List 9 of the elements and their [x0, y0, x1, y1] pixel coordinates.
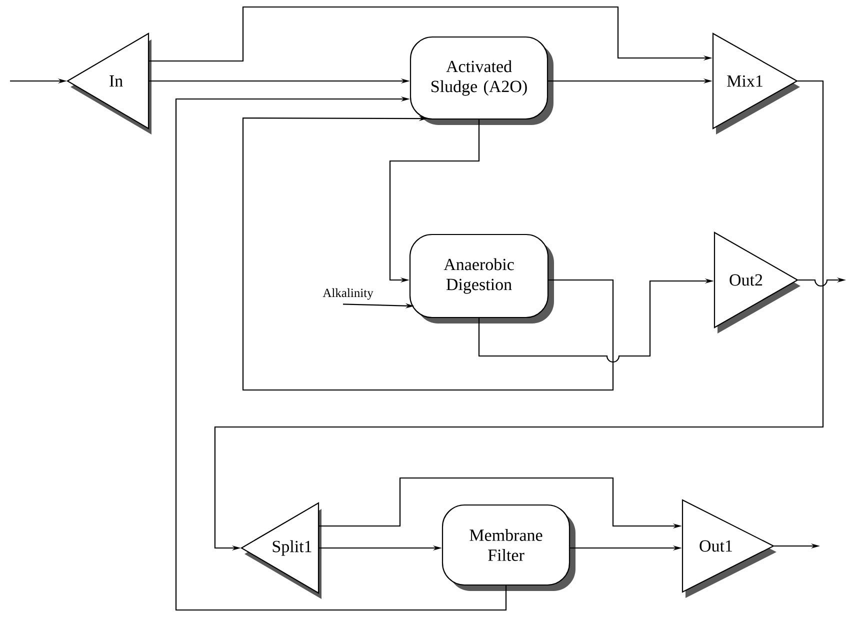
arrow	[175, 96, 507, 611]
process-box: Membrane Filter	[442, 504, 576, 591]
arrow	[242, 116, 614, 391]
process-box: Anaerobic Digestion	[409, 234, 554, 324]
process-box: Activated Sludge (A2O)	[410, 36, 554, 125]
triangle-block: Out2	[714, 232, 800, 334]
triangle-block: Mix1	[712, 32, 800, 134]
text-label: Alkalinity	[322, 288, 374, 300]
triangle-block: Out1	[682, 499, 776, 598]
